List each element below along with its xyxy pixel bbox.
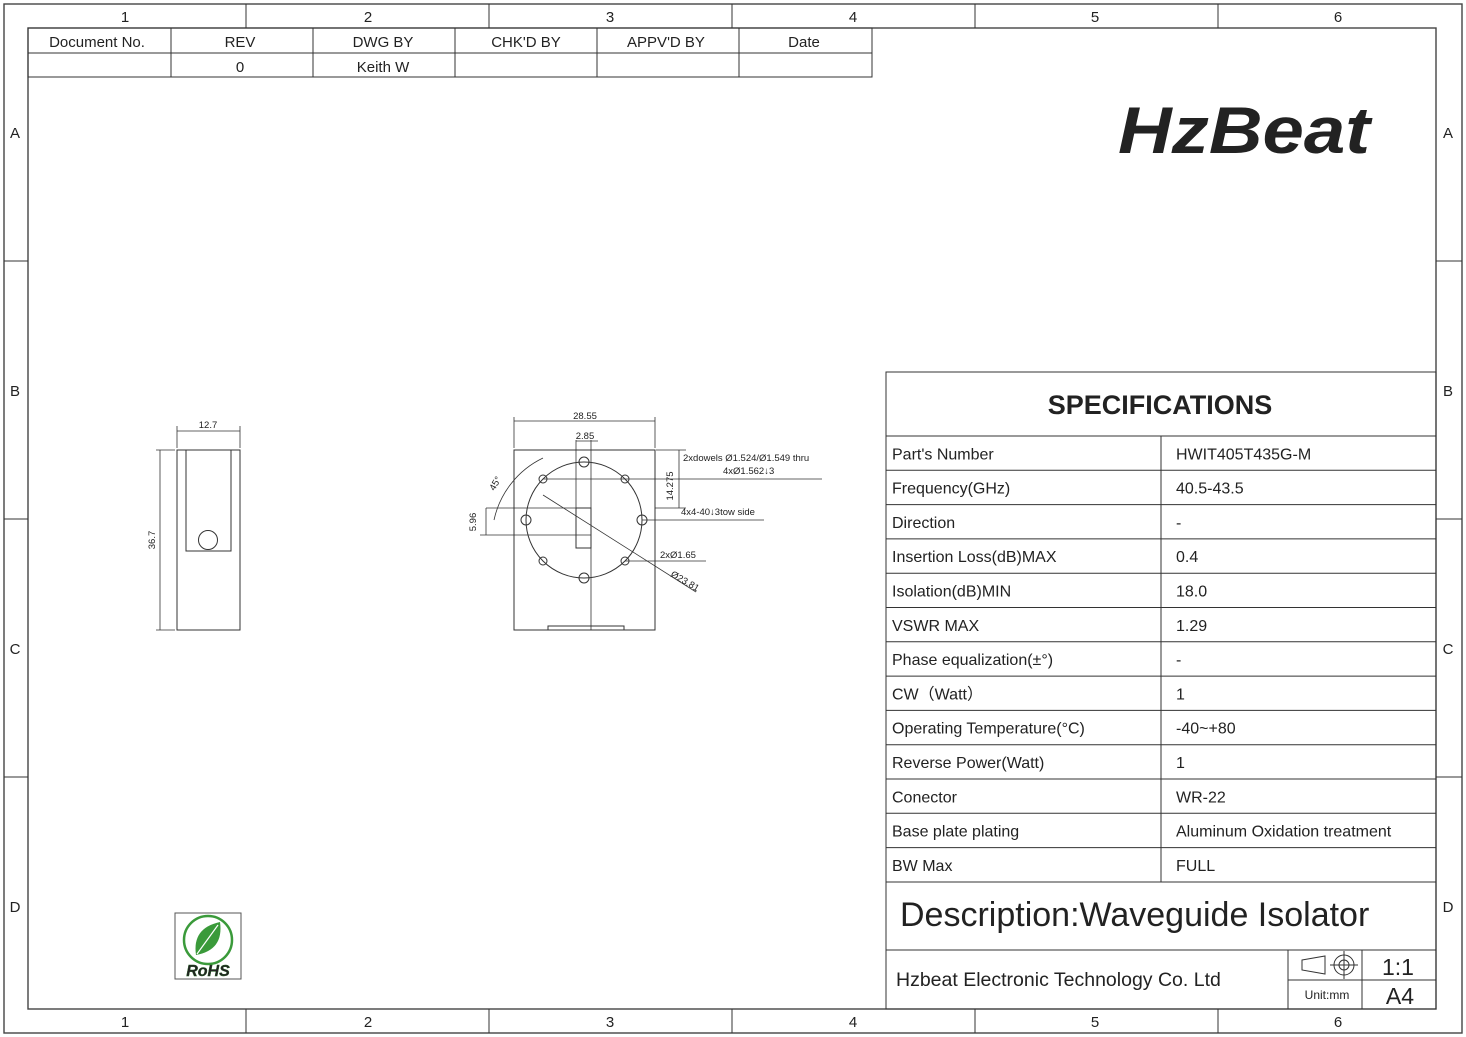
spec-value: 1.29	[1176, 618, 1207, 635]
spec-value: -	[1176, 515, 1181, 532]
title-block-value: Keith W	[357, 59, 410, 76]
spec-value: 40.5-43.5	[1176, 481, 1244, 498]
spec-rows: Part's Number HWIT405T435G-M Frequency(GHz…	[886, 446, 1436, 875]
front-width-dim: 28.55	[573, 411, 597, 422]
spec-label: Part's Number	[892, 446, 994, 463]
title-block-header: Date	[788, 34, 820, 51]
title-block-header: CHK'D BY	[491, 34, 561, 51]
side-view: 12.7 36.7	[147, 420, 241, 631]
col-label: 3	[606, 9, 614, 26]
side-height-dim: 36.7	[147, 531, 158, 550]
thread-note: 4x4-40↓3tow side	[681, 507, 755, 518]
column-labels-top: 1 2 3 4 5 6	[121, 9, 1342, 26]
side-width-dim: 12.7	[199, 420, 218, 431]
sheet-size: A4	[1386, 983, 1414, 1009]
front-view: 28.55 2.85 14.275 5.96 45° 2xdowels Ø1.5…	[468, 411, 822, 631]
col-label: 2	[364, 1014, 372, 1031]
row-labels-right: A B C D	[1443, 125, 1454, 916]
row-label: D	[10, 899, 21, 916]
title-block-header: DWG BY	[353, 34, 414, 51]
row-label: C	[10, 641, 21, 658]
col-label: 5	[1091, 1014, 1099, 1031]
specs-title: SPECIFICATIONS	[1048, 390, 1273, 420]
row-label: D	[1443, 899, 1454, 916]
col-label: 2	[364, 9, 372, 26]
spec-label: Reverse Power(Watt)	[892, 755, 1044, 772]
description-text: Description:Waveguide Isolator	[900, 896, 1369, 934]
col-label: 4	[849, 9, 857, 26]
spec-value: -	[1176, 652, 1181, 669]
row-label: A	[1443, 125, 1453, 142]
front-height-dim: 14.275	[665, 471, 676, 500]
unit-label: Unit:mm	[1305, 988, 1350, 1002]
dowels-note: 2xdowels Ø1.524/Ø1.549 thru	[683, 453, 809, 464]
col-label: 1	[121, 9, 129, 26]
col-label: 3	[606, 1014, 614, 1031]
spec-value: 18.0	[1176, 584, 1207, 601]
spec-value: FULL	[1176, 858, 1215, 875]
spec-value: WR-22	[1176, 789, 1226, 806]
scale-value: 1:1	[1382, 954, 1414, 980]
spec-value: 1	[1176, 755, 1185, 772]
circle-dim: Ø23.81	[669, 569, 701, 594]
company-name: Hzbeat Electronic Technology Co. Ltd	[896, 969, 1221, 991]
spec-label: Isolation(dB)MIN	[892, 584, 1011, 601]
row-label: C	[1443, 641, 1454, 658]
column-labels-bottom: 1 2 3 4 5 6	[121, 1014, 1342, 1031]
row-label: B	[10, 383, 20, 400]
spec-value: Aluminum Oxidation treatment	[1176, 824, 1392, 841]
col-label: 6	[1334, 9, 1342, 26]
spec-value: -40~+80	[1176, 721, 1236, 738]
row-label: B	[1443, 383, 1453, 400]
front-angle-dim: 45°	[487, 475, 504, 493]
spec-label: Phase equalization(±°)	[892, 652, 1053, 669]
rohs-badge: RoHS	[174, 912, 242, 980]
spec-value: HWIT405T435G-M	[1176, 446, 1311, 463]
column-zone-dividers	[245, 4, 1219, 1033]
spec-value: 1	[1176, 686, 1185, 703]
col-label: 5	[1091, 9, 1099, 26]
title-block: Document No. REV DWG BY CHK'D BY APPV'D …	[27, 27, 873, 78]
spec-label: BW Max	[892, 858, 952, 875]
title-block-header: REV	[225, 34, 256, 51]
front-slot-dim: 5.96	[468, 513, 479, 532]
title-block-header: Document No.	[49, 34, 145, 51]
spec-label: VSWR MAX	[892, 618, 979, 635]
spec-label: Insertion Loss(dB)MAX	[892, 549, 1057, 566]
title-block-value: 0	[236, 59, 244, 76]
flange-holes	[520, 456, 648, 584]
spec-label: Conector	[892, 789, 958, 806]
holes-note: 2xØ1.65	[660, 550, 696, 561]
col-label: 6	[1334, 1014, 1342, 1031]
port-hole	[198, 530, 218, 550]
spec-label: CW（Watt）	[892, 685, 983, 703]
row-label: A	[10, 125, 20, 142]
row-zone-dividers	[4, 260, 1462, 778]
hzbeat-logo: HzBeat	[1118, 93, 1373, 167]
col-label: 4	[849, 1014, 857, 1031]
projection-symbol-icon	[1301, 951, 1358, 979]
front-offset-dim: 2.85	[576, 431, 595, 442]
rohs-text: RoHS	[186, 963, 230, 980]
row-labels-left: A B C D	[10, 125, 21, 916]
inner-border	[27, 27, 1437, 1010]
spec-label: Direction	[892, 515, 955, 532]
spec-label: Frequency(GHz)	[892, 481, 1010, 498]
col-label: 1	[121, 1014, 129, 1031]
spec-label: Base plate plating	[892, 824, 1019, 841]
specifications-table: SPECIFICATIONS Part's Number HWIT405T435G…	[885, 371, 1437, 1010]
spec-label: Operating Temperature(°C)	[892, 721, 1085, 738]
spec-value: 0.4	[1176, 549, 1198, 566]
title-block-header: APPV'D BY	[627, 34, 705, 51]
dowels-note-2: 4xØ1.562↓3	[723, 466, 774, 477]
